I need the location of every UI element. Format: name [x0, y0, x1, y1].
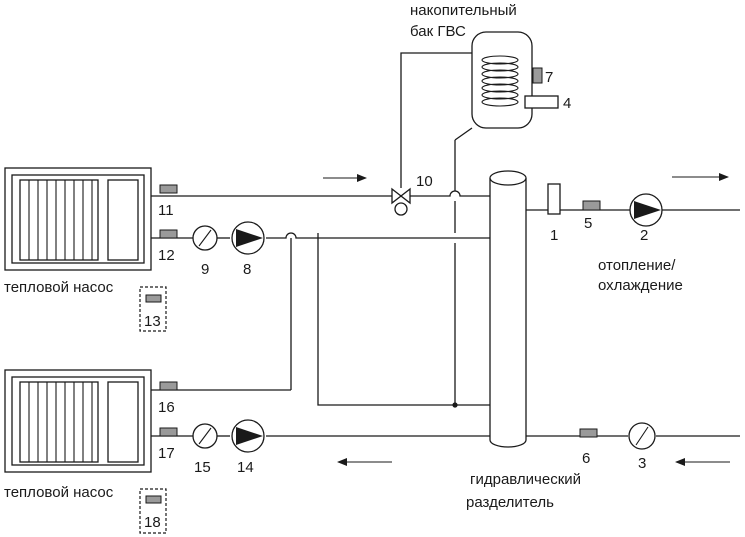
- tank-label-line1: накопительный: [410, 2, 517, 19]
- separator-label-line2: разделитель: [466, 494, 554, 511]
- number-13: 13: [144, 313, 161, 330]
- three-way-valve-icon: [391, 187, 411, 216]
- pump-2-icon: [629, 193, 663, 227]
- number-12: 12: [158, 247, 175, 264]
- number-4: 4: [563, 95, 571, 112]
- filter-1-icon: [547, 183, 561, 215]
- flow-meter-15-icon: [192, 423, 218, 449]
- heat-pump-top: [4, 167, 152, 271]
- number-1: 1: [550, 227, 558, 244]
- heat-pump-bottom-panel: [107, 381, 139, 463]
- pipe-junction-dot: [452, 402, 458, 408]
- heat-pump-bottom: [4, 369, 152, 473]
- sensor-11-icon: [159, 184, 178, 194]
- pump-8-icon: [231, 221, 265, 255]
- number-6: 6: [582, 450, 590, 467]
- heat-pump-bottom-label: тепловой насос: [4, 484, 114, 501]
- sensor-7-icon: [532, 67, 543, 84]
- sensor-6-icon: [579, 428, 598, 438]
- separator-label-line1: гидравлический: [470, 471, 581, 488]
- tank-label-line2: бак ГВС: [410, 23, 466, 40]
- pump-14-icon: [231, 419, 265, 453]
- controller-18-icon: [145, 495, 162, 504]
- number-5: 5: [584, 215, 592, 232]
- number-10: 10: [416, 173, 433, 190]
- number-2: 2: [640, 227, 648, 244]
- heat-pump-bottom-grille: [19, 381, 99, 463]
- number-14: 14: [237, 459, 254, 476]
- controller-13-icon: [145, 294, 162, 303]
- number-18: 18: [144, 514, 161, 531]
- heating-label-line2: охлаждение: [598, 277, 683, 294]
- controller-13-box: [139, 286, 167, 332]
- flow-meter-9-icon: [192, 225, 218, 251]
- number-15: 15: [194, 459, 211, 476]
- heat-pump-top-grille: [19, 179, 99, 261]
- number-3: 3: [638, 455, 646, 472]
- number-7: 7: [545, 69, 553, 86]
- number-11: 11: [158, 202, 174, 219]
- dhw-coil-icon: [481, 55, 519, 107]
- heater-4-icon: [524, 95, 559, 109]
- number-17: 17: [158, 445, 175, 462]
- hydraulic-separator: [489, 170, 527, 448]
- sensor-12-icon: [159, 229, 178, 239]
- number-8: 8: [243, 261, 251, 278]
- heat-pump-top-panel: [107, 179, 139, 261]
- sensor-17-icon: [159, 427, 178, 437]
- heating-label-line1: отопление/: [598, 257, 676, 274]
- flow-meter-3-icon: [628, 422, 656, 450]
- sensor-5-icon: [582, 200, 601, 211]
- number-16: 16: [158, 399, 175, 416]
- sensor-16-icon: [159, 381, 178, 391]
- number-9: 9: [201, 261, 209, 278]
- dhw-tank: [471, 31, 533, 129]
- heat-pump-top-label: тепловой насос: [4, 279, 114, 296]
